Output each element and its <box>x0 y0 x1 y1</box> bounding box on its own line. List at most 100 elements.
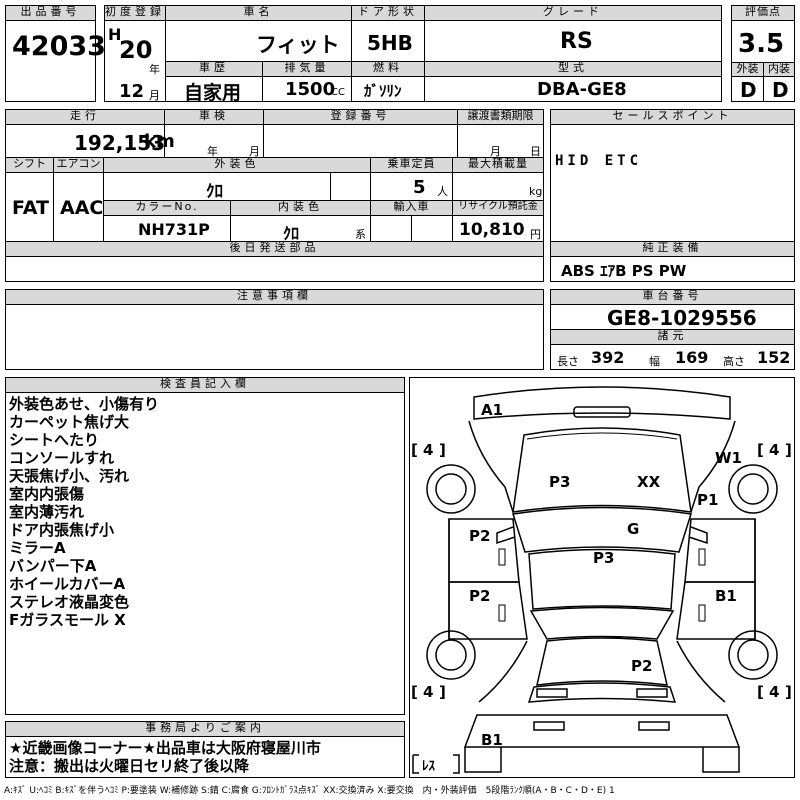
max-load-label: 最大積載量 <box>452 157 544 173</box>
month-unit: 月 <box>149 89 160 102</box>
inspector-cell: 外装色あせ、小傷有り カーペット焦げ大 シートへたり コンソールすれ 天張焦げ小… <box>5 392 405 715</box>
lot-no: 42033 <box>12 31 106 62</box>
reg-year: 20 <box>119 36 153 64</box>
width: 169 <box>675 348 709 367</box>
ext-color-cell: ｸﾛ <box>103 172 331 202</box>
inspection-label: 車検 <box>164 109 264 125</box>
score-cell: 3.5 <box>731 20 795 63</box>
interior-grade: D <box>772 78 789 102</box>
mark-front-left-fender: P2 <box>469 527 490 545</box>
displacement-cell: 1500 CC <box>262 76 352 102</box>
transfer-cell: 月 日 <box>457 124 544 158</box>
fuel-label: 燃料 <box>351 61 425 77</box>
inspector-line: Fガラスモール X <box>9 611 126 629</box>
equipment-cell: ABS ｴｱB PS PW <box>550 256 795 282</box>
windshield-shape <box>512 506 692 553</box>
mark-rear-right-door: B1 <box>715 587 737 605</box>
mileage: 192,153 <box>74 131 166 155</box>
inspector-line: 外装色あせ、小傷有り <box>9 395 160 413</box>
inspector-line: 室内内張傷 <box>9 485 85 503</box>
chassis-cell: GE8-1029556 <box>550 304 795 330</box>
score: 3.5 <box>738 29 785 59</box>
roof-shape <box>528 548 676 610</box>
capacity: 5 <box>413 177 426 198</box>
mileage-label: 走行 <box>5 109 165 125</box>
grade-cell: RS <box>424 20 722 62</box>
reg-no-cell <box>263 124 458 158</box>
height: 152 <box>757 348 791 367</box>
inspector-line: シートへたり <box>9 431 100 449</box>
int-color-unit: 系 <box>355 228 366 241</box>
max-load-unit: kg <box>529 185 543 198</box>
inspector-label: 検査員記入欄 <box>5 377 405 393</box>
later-parts-cell <box>5 256 544 282</box>
shift-label: シフト <box>5 157 54 173</box>
model-label: 車名 <box>165 5 352 21</box>
dims-cell: 長さ 392 幅 169 高さ 152 <box>550 344 795 370</box>
displacement-label: 排気量 <box>262 61 352 77</box>
ac-label: エアコン <box>53 157 104 173</box>
lot-no-label: 出品番号 <box>5 5 96 21</box>
reg-no-label: 登録番号 <box>263 109 458 125</box>
transfer-day-unit: 日 <box>530 145 541 158</box>
rear-view-body <box>463 714 741 748</box>
office-line-2: 注意：搬出は火曜日セリ終了後以降 <box>9 757 250 775</box>
tyre-fl: 4 <box>423 441 433 459</box>
history-cell: 自家用 <box>165 76 263 104</box>
capacity-unit: 人 <box>437 185 448 198</box>
inspector-line: バンパー下A <box>9 557 97 575</box>
import-label: 輸入車 <box>370 200 453 216</box>
max-load-cell: kg <box>452 172 544 201</box>
later-parts-label: 後日発送部品 <box>5 241 544 257</box>
equipment: ABS ｴｱB PS PW <box>561 262 687 280</box>
year-unit: 年 <box>149 63 160 76</box>
tyre-rr-bracket-close: ] <box>785 683 792 701</box>
inspector-line: コンソールすれ <box>9 449 115 467</box>
dims-label: 諸元 <box>550 329 795 345</box>
car-diagram-frame <box>409 377 795 778</box>
rear-left-wheel <box>426 630 476 680</box>
mark-trunk: P2 <box>631 657 652 675</box>
height-label: 高さ <box>723 355 745 368</box>
right-mirror <box>688 526 708 545</box>
ac-cell: AAC <box>53 172 104 242</box>
grade-label: グレード <box>424 5 722 21</box>
equipment-label: 純正装備 <box>550 241 795 257</box>
import-cell-b <box>411 215 453 242</box>
grille-icon <box>573 406 631 418</box>
spare-tyre: ﾚｽ <box>422 759 436 774</box>
tyre-rr: 4 <box>769 683 779 701</box>
door-label: ドア形状 <box>351 5 425 21</box>
rear-window-shape <box>529 606 675 640</box>
legend: A:ｷｽﾞ U:ﾍｺﾐ B:ｷｽﾞを伴うﾍｺﾐ P:要塗装 W:補修跡 S:錆 … <box>4 786 615 796</box>
import-cell-a <box>370 215 412 242</box>
color-no-cell: NH731P <box>103 215 231 242</box>
interior-cell: D <box>763 76 795 102</box>
inspector-line: ステレオ液晶変色 <box>9 593 130 611</box>
length-label: 長さ <box>557 355 579 368</box>
int-color: ｸﾛ <box>283 224 300 243</box>
era: H <box>108 25 122 44</box>
tyre-fr: 4 <box>769 441 779 459</box>
tyre-fr-bracket-close: ] <box>785 441 792 459</box>
model-name: フィット <box>256 33 340 57</box>
type-code: DBA-GE8 <box>537 79 627 100</box>
hood-shape <box>512 427 692 513</box>
mark-hood-left: P3 <box>549 473 570 491</box>
recycle: 10,810 <box>459 220 525 240</box>
left-mirror <box>496 526 516 545</box>
office-label: 事務局よりご案内 <box>5 721 405 737</box>
ext-color: ｸﾛ <box>206 182 223 202</box>
capacity-cell: 5 人 <box>370 172 453 201</box>
mileage-unit: km <box>144 131 175 152</box>
inspector-line: カーペット焦げ大 <box>9 413 130 431</box>
exterior-cell: D <box>731 76 764 102</box>
inspector-line: ミラーA <box>9 539 66 557</box>
tyre-fr-bracket-open: [ <box>757 441 764 459</box>
lot-no-cell: 42033 <box>5 20 106 102</box>
mark-right-front-door: P1 <box>697 491 718 509</box>
car-diagram: A1 P3 XX G P3 P2 P2 W1 P1 B1 P2 B1 [ 4 ]… <box>411 386 792 774</box>
mark-front-right-wheel: W1 <box>715 449 742 467</box>
rear-right-wheel <box>728 630 778 680</box>
first-reg-cell: H 20 年 12 月 <box>104 20 166 102</box>
